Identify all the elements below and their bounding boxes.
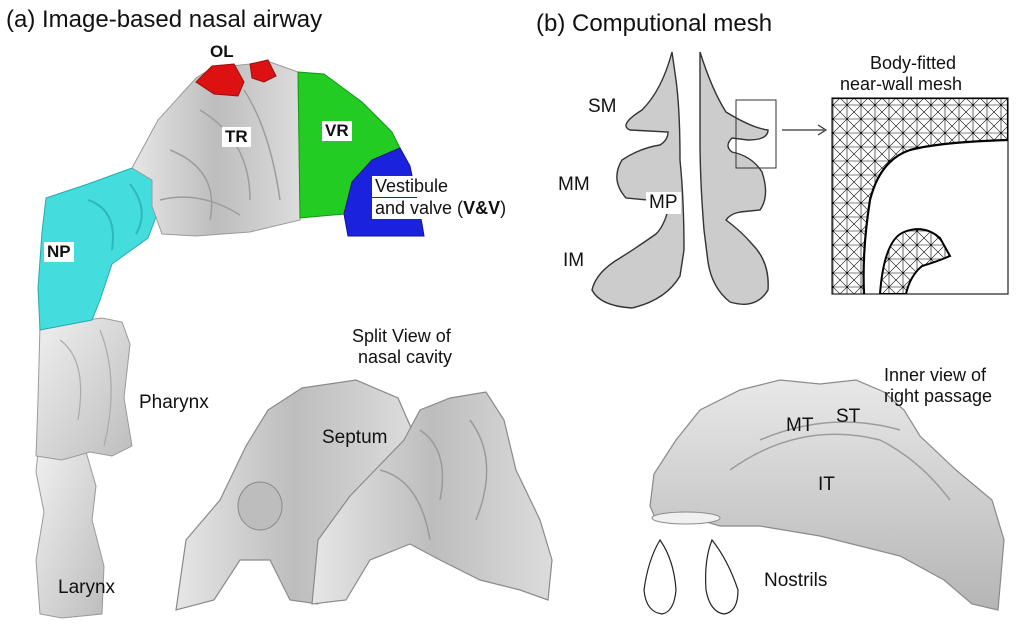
larynx-label: Larynx bbox=[58, 577, 116, 598]
nostrils-label: Nostrils bbox=[764, 570, 828, 591]
inner-view-label-line1: Inner view of bbox=[884, 365, 987, 385]
mesh-label-line1: Body-fitted bbox=[870, 53, 957, 73]
vestibule-label-line2: and valve (V&V) bbox=[372, 198, 510, 219]
right-nostril-outline bbox=[705, 538, 739, 615]
left-nostril-outline bbox=[643, 538, 677, 615]
split-view-label-line2: nasal cavity bbox=[358, 347, 453, 367]
ol-region bbox=[195, 63, 245, 97]
mp-label: MP bbox=[646, 192, 681, 214]
panel-b-title: (b) Computional mesh bbox=[536, 10, 773, 37]
septum-label: Septum bbox=[322, 427, 388, 448]
ol-label: OL bbox=[210, 42, 234, 61]
sm-label: SM bbox=[588, 96, 617, 117]
inner-passage-shape bbox=[649, 379, 1005, 611]
vestibule-label-close: ) bbox=[500, 198, 507, 218]
vestibule-label-abbr: V&V bbox=[463, 198, 501, 218]
vestibule-label-line1: Vestibule bbox=[372, 176, 452, 197]
pharynx-label: Pharynx bbox=[139, 392, 209, 413]
mesh-label-line2: near-wall mesh bbox=[840, 74, 963, 94]
split-right-half bbox=[311, 391, 553, 605]
inner-passage-model bbox=[649, 379, 1005, 611]
left-cavity-section bbox=[591, 51, 685, 309]
tr-label: TR bbox=[222, 127, 251, 147]
st-label: ST bbox=[836, 406, 861, 427]
right-cavity-section bbox=[699, 51, 769, 305]
mt-label: MT bbox=[786, 415, 814, 436]
mm-label: MM bbox=[558, 174, 590, 195]
near-wall-mesh bbox=[831, 97, 1009, 295]
split-view-label-line1: Split View of bbox=[352, 326, 451, 346]
zoom-box bbox=[735, 99, 777, 169]
mesh-cross-section bbox=[591, 51, 828, 309]
im-label: IM bbox=[563, 250, 585, 271]
vr-label: VR bbox=[322, 121, 352, 141]
split-view-model bbox=[175, 379, 553, 611]
it-label: IT bbox=[818, 474, 835, 495]
vestibule-label-text: and valve ( bbox=[375, 198, 464, 218]
panel-a-title: (a) Image-based nasal airway bbox=[6, 6, 323, 33]
pharynx-shape bbox=[35, 317, 133, 461]
ol-region-2 bbox=[249, 59, 277, 83]
np-label: NP bbox=[44, 242, 74, 262]
inner-view-label-line2: right passage bbox=[884, 386, 993, 406]
